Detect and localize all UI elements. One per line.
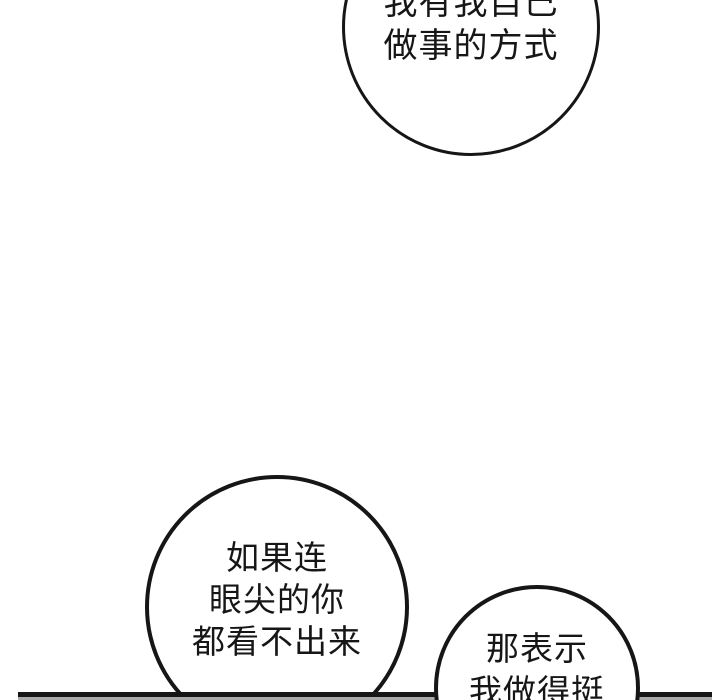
speech-line: 我做得挺 — [469, 673, 605, 700]
panel-border-line — [18, 692, 712, 697]
speech-text-top: 我有我自己 做事的方式 — [342, 0, 600, 68]
panel-border-shadow — [18, 697, 712, 700]
speech-line: 都看不出来 — [192, 623, 362, 660]
speech-line: 那表示 — [486, 630, 588, 667]
speech-line: 我有我自己 — [383, 0, 559, 22]
speech-text-bottom-left: 如果连 眼尖的你 都看不出来 — [145, 537, 409, 663]
speech-line: 做事的方式 — [383, 27, 559, 65]
speech-text-bottom-right: 那表示 我做得挺 — [434, 627, 640, 700]
speech-line: 如果连 — [226, 539, 328, 576]
speech-line: 眼尖的你 — [209, 581, 345, 618]
speech-bubble-bottom-left — [145, 475, 409, 700]
